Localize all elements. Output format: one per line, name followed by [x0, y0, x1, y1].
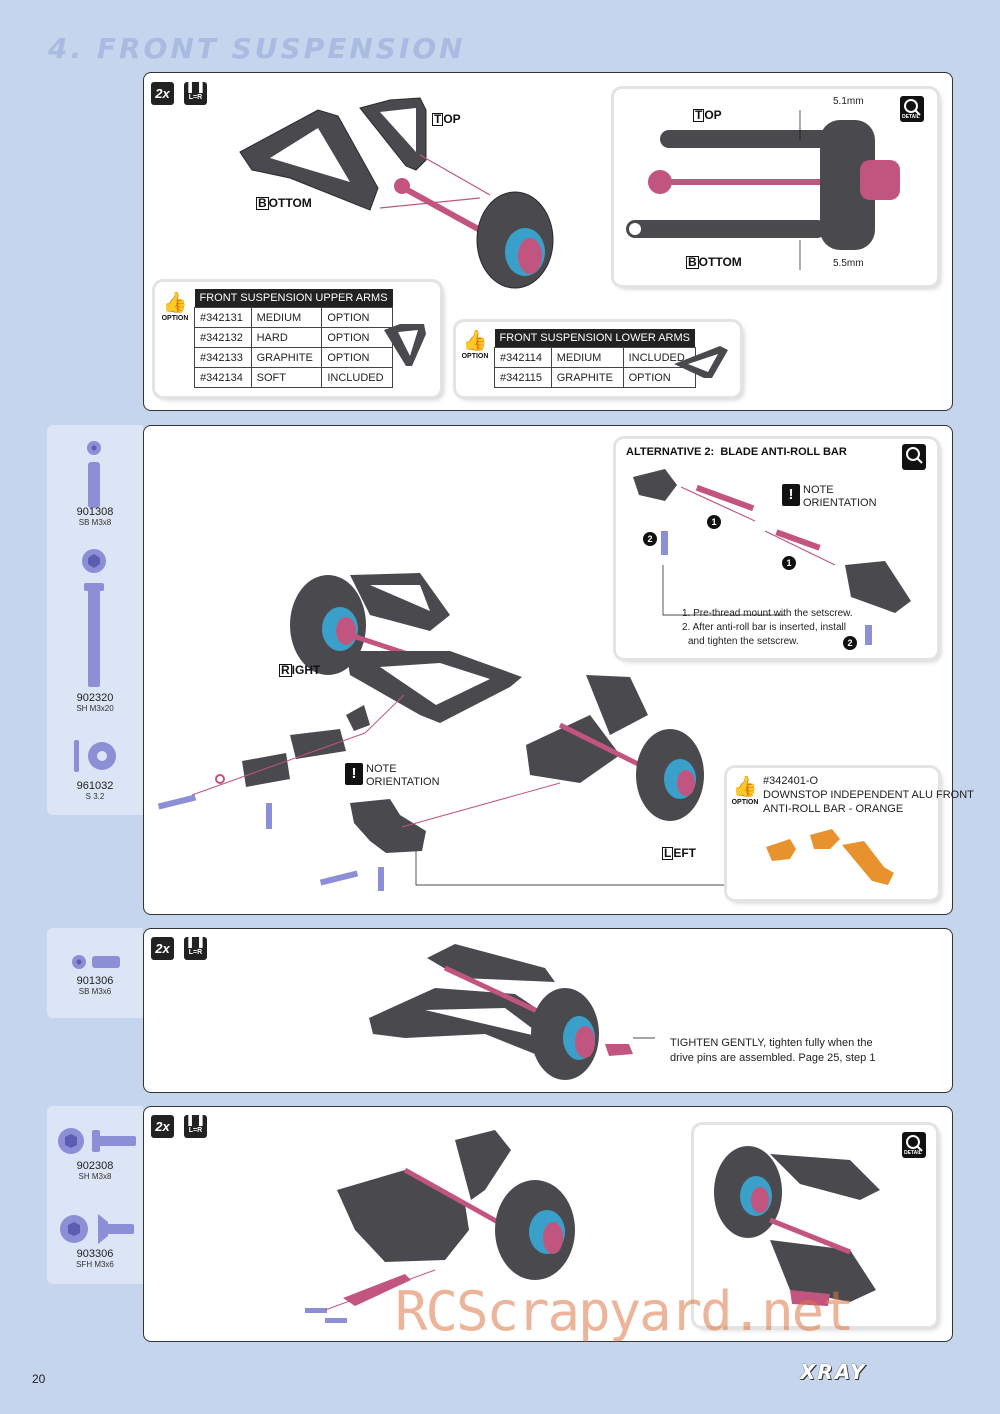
lr-badge: ▌▐L=R [184, 82, 207, 105]
step-number-1: 1 [782, 556, 796, 570]
qty-badge: 2x [151, 1115, 174, 1138]
watermark: RCScrapyard.net [395, 1280, 855, 1343]
step-number-1: 1 [707, 515, 721, 529]
lr-badge: ▌▐L=R [184, 937, 207, 960]
step1-illustration [239, 97, 554, 289]
detail-label: DETAIL [902, 114, 920, 120]
upper-arm-thumbnail [384, 324, 426, 366]
washer-icon [74, 740, 116, 772]
detail-label: DETAIL [904, 1150, 922, 1156]
step4-detail-illustration [714, 1146, 880, 1306]
qty-badge: 2x [151, 937, 174, 960]
qty-badge: 2x [151, 82, 174, 105]
screw-icon [82, 549, 106, 687]
lower-arms-header: FRONT SUSPENSION LOWER ARMS [494, 329, 695, 348]
alt2-illustration [633, 469, 911, 645]
drive-shaft [398, 183, 482, 233]
page-title: 4. FRONT SUSPENSION [48, 32, 466, 65]
lr-badge: ▌▐L=R [184, 1115, 207, 1138]
magnifier-icon [900, 96, 924, 122]
step3-illustration [369, 944, 655, 1080]
upper-arm [359, 97, 427, 171]
alt2-instructions: 1. Pre-thread mount with the setscrew. 2… [682, 608, 853, 647]
option-thumb-icon: 👍OPTION [461, 330, 489, 360]
tighten-note: TIGHTEN GENTLY, tighten fully when the d… [670, 1037, 876, 1064]
upper-arms-header: FRONT SUSPENSION UPPER ARMS [194, 289, 393, 308]
screw-icon [60, 1214, 134, 1244]
step2-illustration [157, 573, 728, 891]
orange-antiroll-parts [766, 829, 894, 885]
lower-arm-thumbnail [674, 346, 728, 378]
option-thumb-icon: 👍OPTION [731, 776, 759, 806]
detail-illustration [626, 110, 900, 270]
screw-icon [58, 1128, 136, 1154]
dim-bottom: 5.5mm [833, 258, 864, 269]
magnifier-icon [902, 1132, 926, 1158]
step-number-2: 2 [843, 636, 857, 650]
screw-icon [72, 955, 120, 969]
alt2-title: ALTERNATIVE 2: BLADE ANTI-ROLL BAR [626, 446, 847, 458]
screw-icon [87, 441, 101, 508]
step3-hardware-sidebar [47, 928, 143, 1018]
page-number: 20 [32, 1372, 46, 1386]
magnifier-icon [902, 444, 926, 470]
dim-top: 5.1mm [833, 96, 864, 107]
step-number-2: 2 [643, 532, 657, 546]
step4-illustration [305, 1130, 575, 1323]
option-thumb-icon: 👍OPTION [161, 292, 189, 322]
xray-logo: XRAY [800, 1360, 867, 1384]
option-part-info: #342401-O DOWNSTOP INDEPENDENT ALU FRONT… [763, 775, 974, 815]
